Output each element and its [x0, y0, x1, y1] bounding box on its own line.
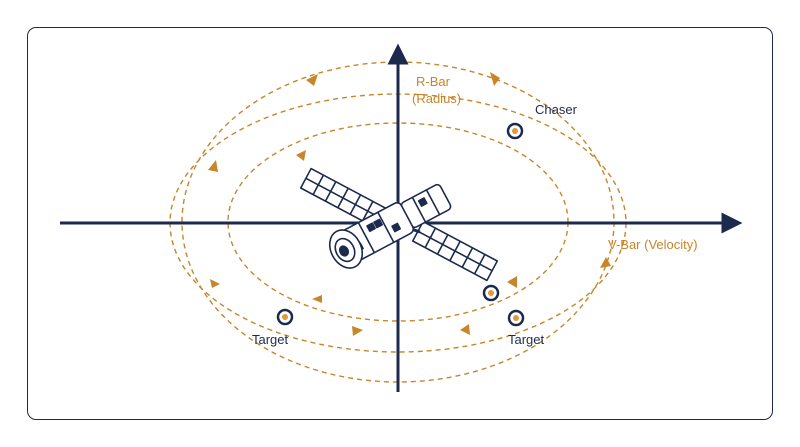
orbit-arrow-icon: [296, 150, 306, 161]
orbit-arrow-icon: [210, 279, 220, 288]
orbit-arrow-icon: [460, 324, 470, 335]
orbit-arrow-icon: [490, 72, 500, 86]
orbit-arrow-icon: [600, 257, 611, 268]
orbit-arrow-icon: [306, 74, 318, 86]
chaser-label: Chaser: [535, 102, 578, 117]
orbit-arrow-icon: [312, 295, 322, 303]
orbit-arrow-icon: [352, 326, 363, 336]
orbit-arrow-icon: [507, 276, 517, 288]
target-label-left: Target: [252, 332, 289, 347]
chaser-marker: [506, 122, 524, 140]
target-label-right: Target: [508, 332, 545, 347]
r-bar-sublabel: (Radius): [412, 91, 461, 106]
v-bar-label: V-Bar (Velocity): [608, 237, 698, 252]
orbit-arrow-icon: [208, 160, 218, 172]
space-station-icon: [299, 167, 499, 282]
target-marker-left: [276, 308, 294, 326]
orbit-arrows: [208, 72, 611, 336]
r-bar-label: R-Bar: [416, 74, 451, 89]
intermediate-marker: [482, 284, 500, 302]
target-marker-right: [507, 309, 525, 327]
